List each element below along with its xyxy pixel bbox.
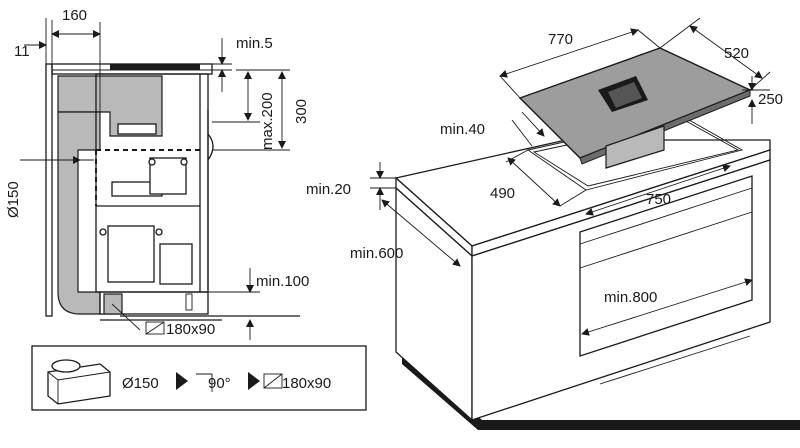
dim-d150-label: Ø150: [5, 181, 22, 218]
dim-160-label: 160: [62, 7, 87, 24]
tall-pot-icon: [107, 225, 155, 283]
elbow-icon: [196, 373, 213, 392]
dim-300-label: 300: [293, 99, 310, 124]
hob-glass-section: [110, 64, 200, 70]
dim-180x90-label: 180x90: [166, 321, 215, 338]
hob-outlet: [117, 123, 157, 135]
dim-490-label: 490: [490, 185, 515, 202]
legend-arrow-1: [176, 372, 188, 390]
dim-770-label: 770: [548, 31, 573, 48]
drawer-handle: [207, 133, 214, 161]
dim-11-label: 11: [14, 43, 30, 60]
legend-arrow-2: [248, 372, 260, 390]
dim-min20-label: min.20: [306, 181, 351, 198]
side-section-view: 11 160 min.5 max.200 300 Ø150 min.100 18…: [5, 7, 310, 340]
small-pot-icon: [159, 243, 193, 285]
dim-520-label: 520: [724, 45, 749, 62]
dim-max200-label: max.200: [259, 92, 276, 150]
dim-min600-label: min.600: [350, 245, 403, 262]
dim-min800-label: min.800: [604, 289, 657, 306]
dim-250-label: 250: [758, 91, 783, 108]
floor-shadow: [402, 352, 800, 430]
isometric-view: 770 520 250 min.40 490 750 min.20 min.60…: [306, 17, 800, 430]
legend-round-label: Ø150: [122, 375, 159, 392]
flat-duct-icon: [263, 373, 283, 389]
back-wall: [45, 63, 53, 317]
duct-legend: Ø150 90° 180x90: [31, 345, 367, 411]
plinth: [99, 291, 209, 315]
dim-min100-label: min.100: [256, 273, 309, 290]
dim-750-label: 750: [646, 191, 671, 208]
pot-icon: [149, 157, 187, 195]
legend-elbow-label: 90°: [208, 375, 231, 392]
legend-flat-label: 180x90: [282, 375, 331, 392]
dim-min40-label: min.40: [440, 121, 485, 138]
underhob-fan: [605, 125, 665, 169]
dim-min5-label: min.5: [236, 35, 273, 52]
vertical-duct-round: [57, 111, 101, 315]
legend-box: [31, 345, 367, 411]
